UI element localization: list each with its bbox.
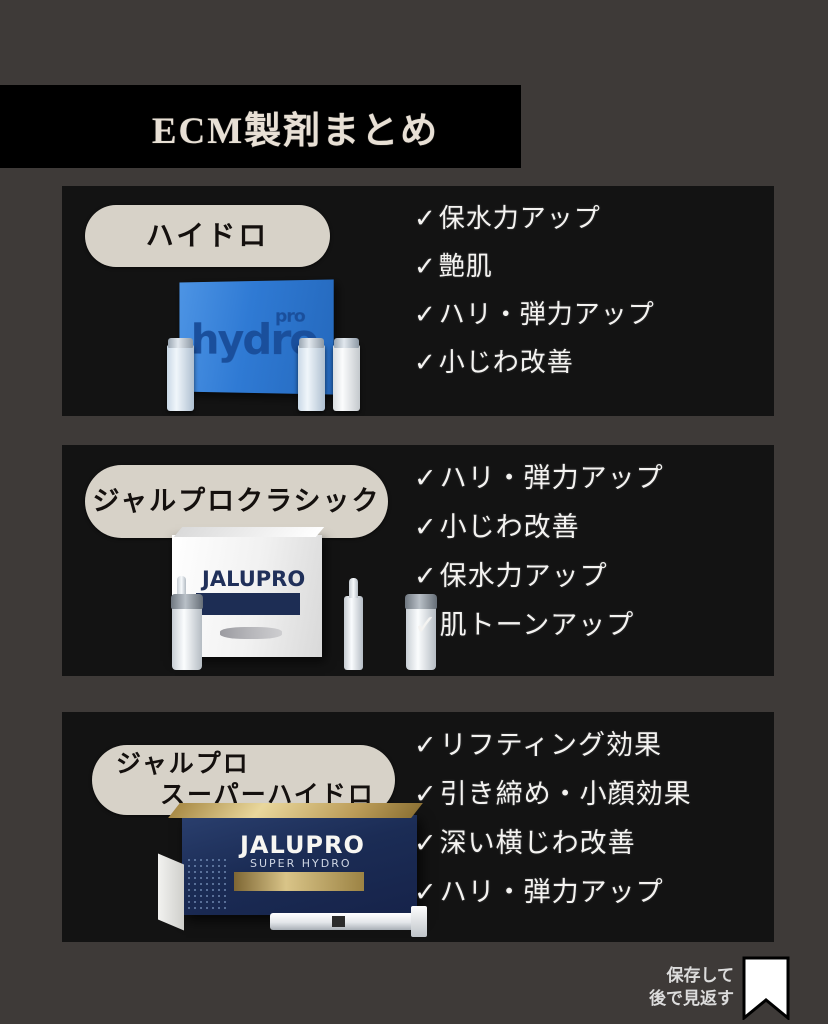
- benefit-item: ✓ハリ・弾力アップ: [414, 465, 764, 492]
- box-top-face: [173, 527, 325, 537]
- save-hint-line-2: 後で見返す: [649, 989, 734, 1008]
- benefit-item: ✓肌トーンアップ: [414, 612, 764, 639]
- benefit-text: 保水力アップ: [438, 204, 601, 233]
- benefit-text: 艶肌: [438, 252, 493, 281]
- benefit-text: リフティング効果: [439, 730, 663, 760]
- check-icon: ✓: [414, 877, 438, 907]
- benefit-text: 小じわ改善: [439, 512, 580, 542]
- badge-label-line-1: ハイドロ: [145, 220, 270, 252]
- benefit-list-hydro: ✓保水力アップ ✓艶肌 ✓ハリ・弾力アップ ✓小じわ改善: [414, 206, 764, 398]
- title-banner: ECM製剤まとめ: [0, 85, 521, 168]
- benefit-text: 小じわ改善: [438, 348, 574, 377]
- check-icon: ✓: [414, 561, 438, 591]
- save-hint-line-1: 保存して: [666, 966, 735, 986]
- ampoule: [344, 578, 363, 670]
- check-icon: ✓: [414, 348, 437, 377]
- check-icon: ✓: [414, 463, 438, 493]
- product-card-jalupro-super-hydro: ジャルプロ スーパーハイドロ JALUPRO SUPER HYDRO ✓リフティ…: [62, 712, 774, 942]
- check-icon: ✓: [414, 300, 437, 329]
- check-icon: ✓: [414, 610, 438, 640]
- product-image-jalupro-super-hydro: JALUPRO SUPER HYDRO: [142, 803, 442, 937]
- benefit-text: 保水力アップ: [439, 561, 608, 591]
- capped-vial: [171, 594, 203, 670]
- check-icon: ✓: [414, 730, 438, 760]
- product-card-hydro: ハイドロ hydro pro ✓保水力アップ ✓艶肌 ✓ハリ・弾力アップ ✓小じ…: [62, 186, 774, 416]
- benefit-item: ✓艶肌: [414, 254, 764, 280]
- box-label-strip: [196, 593, 300, 615]
- bookmark-icon[interactable]: [742, 956, 790, 1020]
- benefit-text: ハリ・弾力アップ: [438, 300, 655, 329]
- product-image-jalupro-classic: JALUPRO: [171, 527, 437, 670]
- badge-label-line-1: ジャルプロ: [116, 750, 250, 778]
- check-icon: ✓: [414, 252, 437, 281]
- jalupro-variant-text: SUPER HYDRO: [250, 857, 352, 870]
- benefit-item: ✓リフティング効果: [414, 732, 764, 759]
- product-card-jalupro-classic: ジャルプロクラシック JALUPRO ✓ハリ・弾力アップ ✓小じわ改善 ✓保水力…: [62, 445, 774, 676]
- benefit-list-jalupro-super-hydro: ✓リフティング効果 ✓引き締め・小顔効果 ✓深い横じわ改善 ✓ハリ・弾力アップ: [414, 732, 764, 928]
- check-icon: ✓: [414, 512, 438, 542]
- benefit-text: ハリ・弾力アップ: [439, 463, 664, 493]
- vial: [167, 338, 194, 411]
- syringe-plunger: [332, 916, 345, 927]
- jalupro-brand-text: JALUPRO: [240, 831, 365, 859]
- check-icon: ✓: [414, 828, 438, 858]
- box-side-face: [158, 853, 184, 931]
- jalupro-classic-box-art: JALUPRO: [172, 527, 325, 657]
- check-icon: ✓: [414, 779, 438, 809]
- jalupro-brand-text: JALUPRO: [202, 567, 306, 591]
- jalupro-super-hydro-box-art: JALUPRO SUPER HYDRO: [158, 803, 423, 931]
- benefit-item: ✓保水力アップ: [414, 206, 764, 232]
- benefit-list-jalupro-classic: ✓ハリ・弾力アップ ✓小じわ改善 ✓保水力アップ ✓肌トーンアップ: [414, 465, 764, 661]
- benefit-text: 引き締め・小顔効果: [439, 779, 692, 809]
- benefit-item: ✓引き締め・小顔効果: [414, 781, 764, 808]
- box-signature-mark: [220, 627, 282, 639]
- benefit-item: ✓保水力アップ: [414, 563, 764, 590]
- vial: [333, 338, 360, 411]
- box-top-face: [168, 803, 423, 818]
- hydro-brand-suffix-text: pro: [275, 306, 305, 327]
- save-hint-label: 保存して 後で見返す: [649, 965, 734, 1011]
- box-dot-pattern: [186, 857, 230, 912]
- badge-label-line-1: ジャルプロクラシック: [92, 485, 381, 516]
- benefit-text: ハリ・弾力アップ: [439, 877, 664, 907]
- benefit-item: ✓小じわ改善: [414, 350, 764, 376]
- benefit-text: 深い横じわ改善: [439, 828, 636, 858]
- vial: [298, 338, 325, 411]
- product-image-hydro-pro: hydro pro: [167, 279, 397, 411]
- benefit-item: ✓ハリ・弾力アップ: [414, 879, 764, 906]
- badge-hydro: ハイドロ: [85, 205, 330, 267]
- syringe: [270, 906, 427, 937]
- box-gold-band: [234, 872, 364, 891]
- benefit-item: ✓ハリ・弾力アップ: [414, 302, 764, 328]
- capped-vial: [405, 594, 437, 670]
- benefit-item: ✓小じわ改善: [414, 514, 764, 541]
- check-icon: ✓: [414, 204, 437, 233]
- save-for-later-hint[interactable]: 保存して 後で見返す: [649, 956, 790, 1020]
- page-title: ECM製剤まとめ: [151, 110, 440, 152]
- benefit-item: ✓深い横じわ改善: [414, 830, 764, 857]
- badge-jalupro-classic: ジャルプロクラシック: [85, 465, 388, 538]
- benefit-text: 肌トーンアップ: [439, 610, 635, 640]
